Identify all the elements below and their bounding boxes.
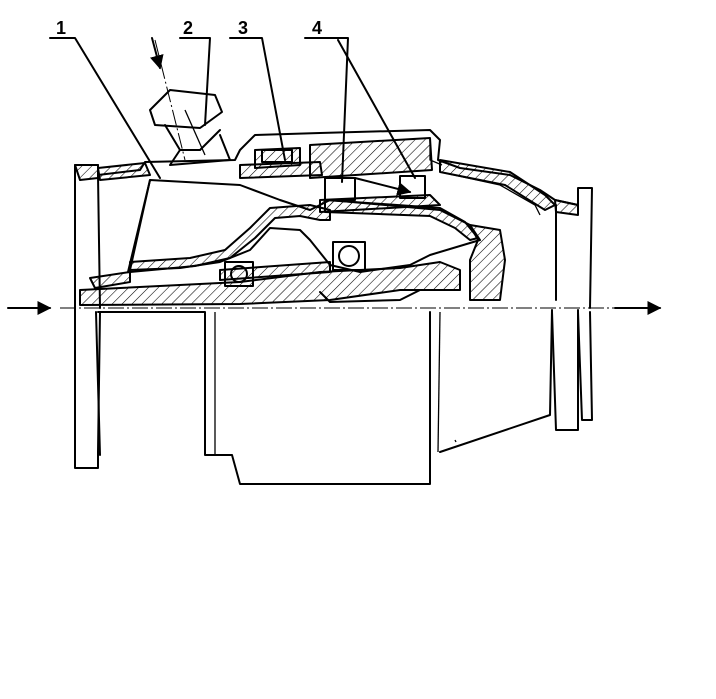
housing-lower-outline [74, 307, 593, 485]
leader-1 [49, 37, 161, 179]
callout-2-label: 2 [183, 18, 193, 38]
callout-leaders [49, 37, 416, 273]
inlet-port-fitting [149, 89, 231, 166]
leader-4b [337, 39, 416, 179]
diffuser-vanes [309, 137, 441, 213]
bearing-right [332, 241, 366, 271]
seal-assembly [239, 147, 323, 179]
inlet-port-flow-arrow [149, 37, 164, 70]
leader-4a [304, 37, 349, 183]
bearing-left [224, 261, 254, 287]
callout-1-label: 1 [56, 18, 66, 38]
callout-4-label: 4 [312, 18, 322, 38]
shaft-and-hub [79, 261, 461, 306]
leader-2 [179, 37, 211, 126]
leader-1-tip [127, 179, 151, 273]
callout-3-label: 3 [238, 18, 248, 38]
housing-wall-sections [74, 159, 579, 216]
leader-3 [229, 37, 286, 161]
